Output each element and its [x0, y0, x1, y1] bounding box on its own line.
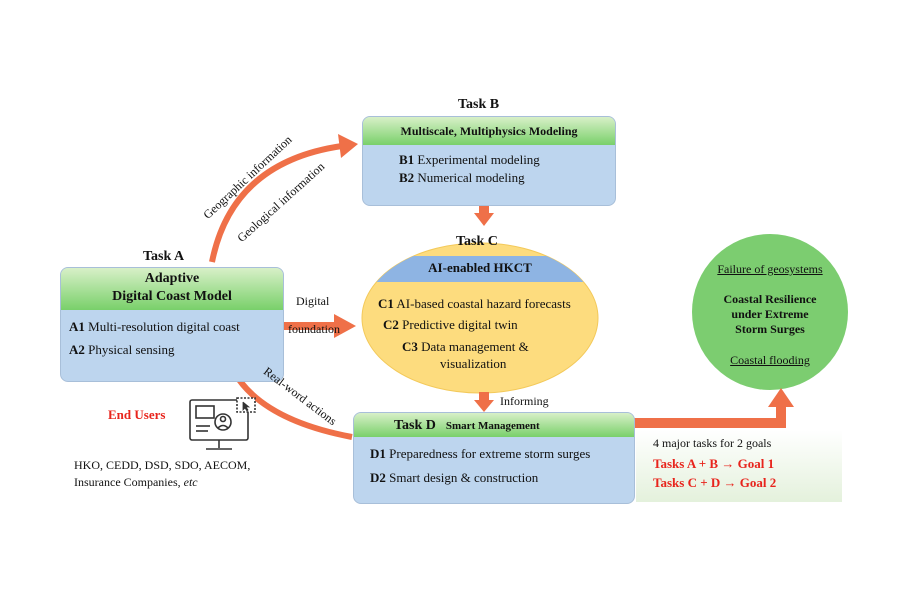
goals-box-title: 4 major tasks for 2 goals	[653, 436, 772, 450]
task-a-title-line2: Digital Coast Model	[112, 289, 232, 304]
task-a-label: Task A	[143, 249, 185, 264]
arrow-a-to-c-shaft	[284, 322, 336, 330]
task-d-box: Task D Smart Management D1 Preparedness …	[353, 412, 635, 504]
task-b-box: Multiscale, Multiphysics Modeling B1 Exp…	[362, 116, 616, 206]
arrow-a-to-b	[209, 143, 343, 263]
end-users-etc: etc	[183, 475, 198, 489]
task-a-header: Adaptive Digital Coast Model	[61, 268, 283, 310]
task-d-header: Task D Smart Management	[354, 413, 634, 437]
task-c-item-2: C2 Predictive digital twin	[383, 317, 518, 332]
arrow-c-to-d-shaft	[479, 392, 489, 402]
task-a-item-1: A1 Multi-resolution digital coast	[69, 319, 240, 334]
flow-label-digital-line2: foundation	[288, 322, 340, 336]
monitor-with-user-icon	[189, 397, 256, 450]
goals-box: 4 major tasks for 2 goals Tasks A + B → …	[636, 430, 842, 502]
task-a-box: Adaptive Digital Coast Model A1 Multi-re…	[60, 267, 284, 382]
task-d-item-2: D2 Smart design & construction	[370, 470, 539, 485]
task-d-item-1: D1 Preparedness for extreme storm surges	[370, 446, 591, 461]
end-users-list: HKO, CEDD, DSD, SDO, AECOM, Insurance Co…	[74, 457, 250, 491]
arrow-a-to-c-head	[334, 314, 356, 338]
end-users-list-line2: Insurance Companies, etc	[74, 475, 198, 489]
task-c-title: AI-enabled HKCT	[428, 260, 532, 275]
task-b-item-1: B1 Experimental modeling	[399, 152, 540, 167]
arrow-d-to-goal	[634, 405, 786, 428]
goal-1: Tasks A + B → Goal 1	[653, 456, 775, 471]
goal-circle-center: Coastal Resilience under Extreme Storm S…	[692, 292, 848, 337]
task-d-label: Task D	[394, 418, 436, 433]
task-b-label: Task B	[458, 97, 500, 112]
flow-label-digital-line1: Digital	[296, 294, 330, 308]
task-b-header: Multiscale, Multiphysics Modeling	[363, 117, 615, 145]
goal-2: Tasks C + D → Goal 2	[653, 475, 777, 490]
flow-label-informing: Informing	[500, 394, 549, 408]
goal-circle-top: Failure of geosystems	[717, 262, 823, 276]
goal-circle-center-line1: Coastal Resilience	[723, 292, 817, 306]
arrow-b-to-c-head	[474, 213, 494, 226]
goal-circle-shape	[692, 234, 848, 390]
task-c-item-3-continuation: visualization	[440, 356, 507, 371]
goal-circle-center-line2: under Extreme	[731, 307, 809, 321]
task-c-item-1: C1 AI-based coastal hazard forecasts	[378, 296, 571, 311]
arrow-c-to-d-head	[474, 400, 494, 412]
arrow-a-to-b-head	[338, 134, 358, 158]
task-c-item-3: C3 Data management &	[402, 339, 529, 354]
task-b-item-2: B2 Numerical modeling	[399, 170, 525, 185]
goal-circle-center-line3: Storm Surges	[735, 322, 805, 336]
arrow-b-to-c-shaft	[479, 206, 489, 214]
task-d-title: Smart Management	[445, 420, 540, 432]
task-a-item-2: A2 Physical sensing	[69, 342, 175, 357]
arrow-d-to-a	[231, 370, 353, 440]
end-users-list-line1: HKO, CEDD, DSD, SDO, AECOM,	[74, 458, 251, 472]
end-users-label: End Users	[108, 407, 166, 422]
goal-circle-bottom: Coastal flooding	[730, 353, 810, 367]
task-a-title-line1: Adaptive	[144, 271, 200, 286]
task-c-label: Task C	[456, 234, 498, 249]
arrow-d-to-goal-head	[768, 388, 794, 407]
